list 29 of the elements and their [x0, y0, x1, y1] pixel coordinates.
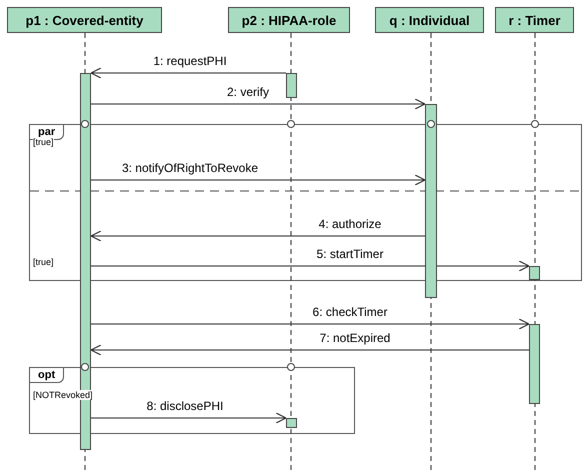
activation-bar — [529, 324, 540, 404]
message-arrow — [90, 344, 530, 356]
guard-condition: [NOTRevoked] — [33, 390, 93, 400]
activation-bar — [529, 266, 540, 280]
lifeline-head: r : Timer — [495, 7, 574, 33]
message-label: 1: requestPHI — [151, 54, 229, 68]
message-arrow — [90, 67, 286, 79]
message-label: 3: notifyOfRightToRevoke — [120, 161, 260, 175]
lifeline-head: q : Individual — [375, 7, 484, 33]
guard-condition: [true] — [33, 137, 54, 147]
message-arrow — [90, 318, 530, 330]
message-label: 8: disclosePHI — [144, 399, 226, 413]
message-label: 4: authorize — [316, 217, 384, 231]
message-label: 7: notExpired — [318, 331, 392, 345]
message-arrow — [90, 174, 426, 186]
message-label: 5: startTimer — [314, 247, 386, 261]
message-arrow — [90, 412, 287, 424]
message-arrow — [90, 260, 530, 272]
lifeline-head: p1 : Covered-entity — [7, 7, 162, 33]
guard-condition: [true] — [33, 257, 54, 267]
activation-bar — [425, 104, 437, 298]
activation-bar — [286, 73, 297, 98]
lifeline-head: p2 : HIPAA-role — [228, 7, 350, 33]
message-arrow — [90, 98, 426, 110]
message-arrow — [90, 230, 426, 242]
activation-bar — [286, 418, 297, 428]
fragment-operator-tag: opt — [29, 367, 64, 383]
message-label: 2: verify — [225, 85, 271, 99]
message-label: 6: checkTimer — [310, 305, 390, 319]
